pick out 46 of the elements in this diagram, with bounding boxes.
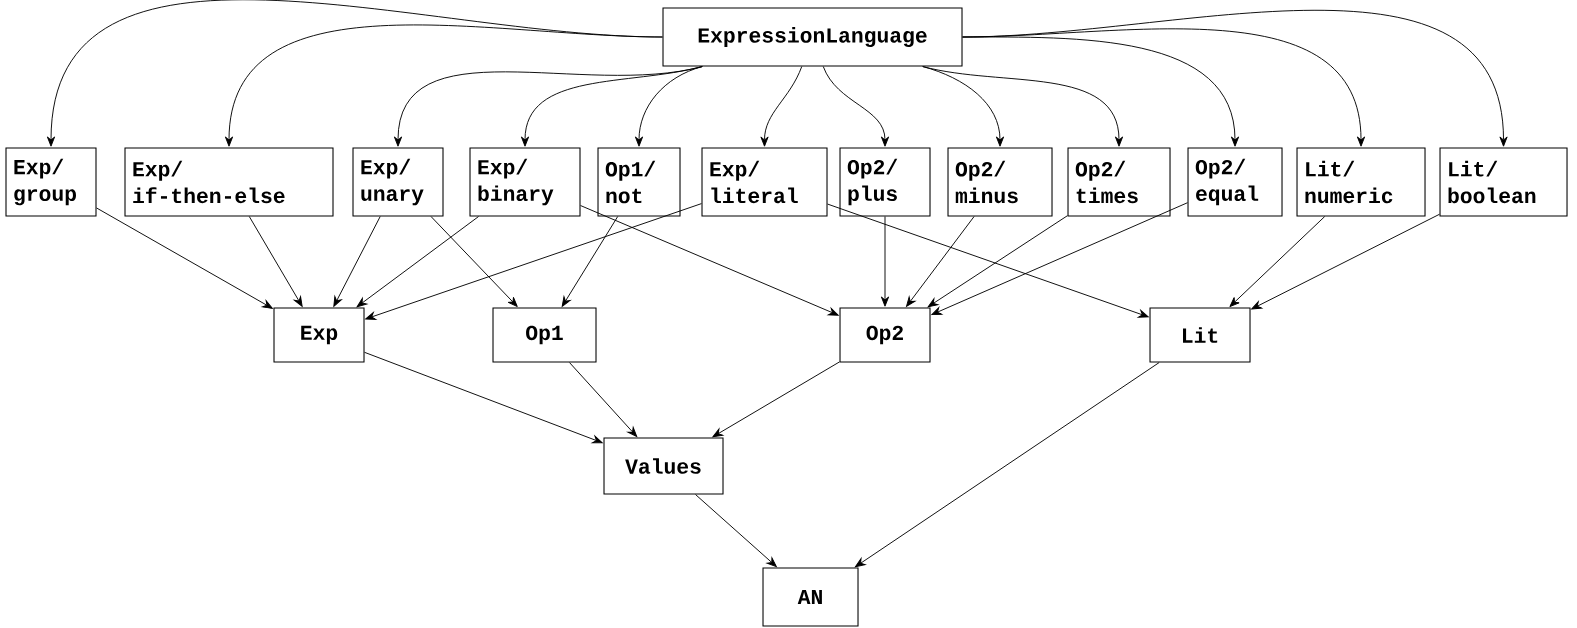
root-box: ExpressionLanguage [662,7,963,67]
type-box: Lit/ numeric [1296,147,1426,217]
type-box: Exp/ if-then-else [124,147,334,217]
arrow [927,215,1068,308]
class-box: Exp [273,307,365,363]
arrow [356,216,479,308]
arrow [580,205,839,316]
type-box: Exp/ literal [701,147,828,217]
arrow [880,216,890,307]
type-box: Op2/ plus [839,147,931,217]
arrow [333,216,381,307]
arrow [695,494,777,568]
arrow [962,9,1508,147]
type-box: Op2/ minus [947,147,1053,217]
type-box: Op2/ times [1067,147,1171,217]
class-box: Op2 [839,307,931,363]
arrow [365,203,702,320]
arrow [96,207,273,309]
arrow [430,216,518,307]
arrow [854,362,1160,568]
type-box: Exp/ group [5,147,97,217]
arrow [634,66,703,147]
arrow [712,361,840,438]
type-box: Exp/ binary [469,147,581,217]
arrow [248,216,303,307]
arrow [569,362,638,437]
arrow [393,66,703,147]
class-box: Op1 [492,307,597,363]
arrow [1251,213,1440,310]
arrow [906,216,975,307]
class-box: AN [762,567,859,627]
type-box: Exp/ unary [352,147,444,217]
arrow [822,66,890,147]
arrow [931,202,1188,316]
type-box: Op2/ equal [1187,147,1283,217]
class-box: Values [603,437,724,495]
class-box: Lit [1149,307,1251,363]
arrow [827,203,1149,318]
arrow [364,351,603,444]
arrow [760,66,803,147]
arrow [1229,216,1326,308]
arrow [561,216,619,307]
type-box: Op1/ not [597,147,681,217]
arrow [224,24,663,147]
arrow [922,66,1124,147]
type-box: Lit/ boolean [1439,147,1568,217]
